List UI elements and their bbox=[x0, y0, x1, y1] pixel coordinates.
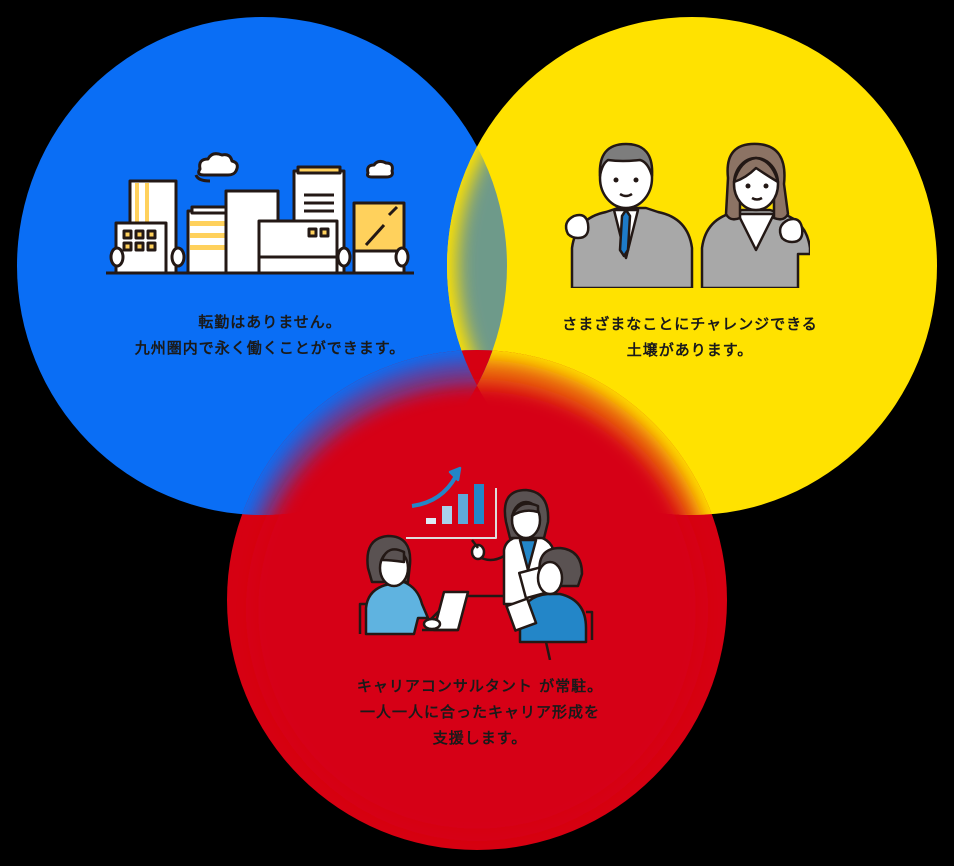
text-line: キャリアコンサルタント が常駐。 bbox=[356, 677, 604, 695]
text-line: 土壌があります。 bbox=[626, 341, 754, 359]
text-line: 転勤はありません。 bbox=[198, 313, 342, 331]
text-line: 一人一人に合ったキャリア形成を bbox=[359, 703, 600, 721]
circle-red-text: キャリアコンサルタント が常駐。 一人一人に合ったキャリア形成を 支援します。 bbox=[300, 673, 660, 751]
text-line: 支援します。 bbox=[432, 729, 528, 747]
circle-yellow-text: さまざまなことにチャレンジできる 土壌があります。 bbox=[520, 311, 860, 363]
text-line: さまざまなことにチャレンジできる bbox=[562, 315, 818, 333]
city-buildings-icon bbox=[106, 152, 414, 275]
career-consulting-meeting-icon bbox=[358, 466, 594, 660]
circle-blue-text: 転勤はありません。 九州圏内で永く働くことができます。 bbox=[100, 309, 440, 361]
business-people-icon bbox=[564, 142, 810, 288]
text-line: 九州圏内で永く働くことができます。 bbox=[134, 339, 406, 357]
